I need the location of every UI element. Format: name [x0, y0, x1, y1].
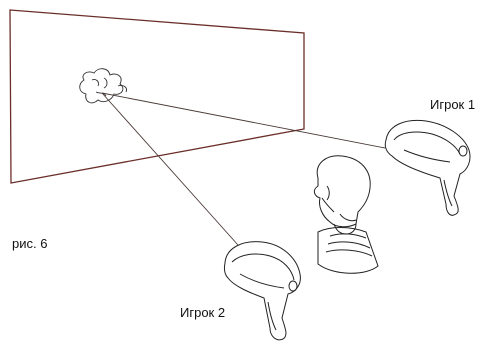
- aim-line-player1: [101, 92, 386, 149]
- figure-caption: рис. 6: [12, 236, 48, 251]
- player1-gun-icon: [384, 119, 471, 216]
- player2-gun-icon: [223, 241, 301, 341]
- mannequin-head-icon: [313, 155, 379, 274]
- projection-screen: [9, 9, 305, 184]
- label-player1: Игрок 1: [430, 97, 476, 112]
- aim-line-player2: [101, 92, 239, 246]
- ghost-target-icon: [79, 68, 127, 104]
- label-player2: Игрок 2: [180, 305, 226, 320]
